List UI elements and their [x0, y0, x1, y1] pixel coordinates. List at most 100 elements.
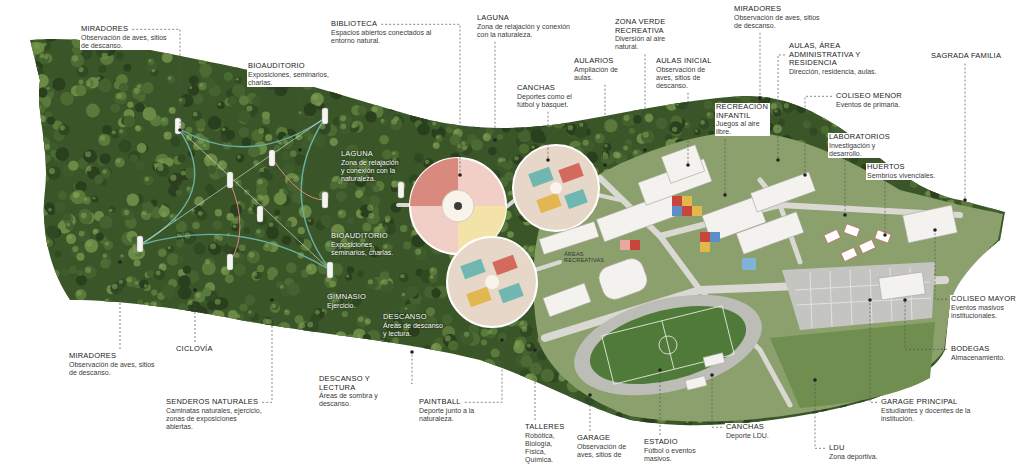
tree [38, 281, 52, 295]
tree [421, 104, 432, 115]
tree [178, 319, 190, 331]
tree [164, 132, 172, 140]
tree [429, 267, 437, 275]
tree [148, 58, 154, 64]
tree [727, 56, 735, 64]
tree [970, 268, 978, 276]
tree [541, 369, 554, 382]
tree [215, 361, 225, 371]
tree [135, 161, 144, 170]
tree [746, 36, 755, 45]
tree [959, 381, 965, 387]
tree [59, 350, 66, 357]
tree [983, 427, 996, 440]
tree [189, 75, 199, 85]
tree [332, 73, 343, 84]
tree [99, 65, 107, 73]
tree [306, 334, 316, 344]
tree [925, 145, 936, 156]
tree [795, 80, 808, 93]
tree [119, 83, 128, 92]
tree [988, 122, 996, 130]
tree [456, 46, 469, 59]
tree [288, 421, 300, 433]
tree [951, 144, 964, 157]
tree [98, 415, 104, 421]
tree [109, 206, 116, 213]
tree [136, 316, 143, 323]
tree [162, 284, 176, 298]
tree [621, 100, 629, 108]
tree [682, 436, 689, 443]
tree [431, 343, 442, 354]
tree [207, 333, 216, 342]
tree [448, 382, 461, 395]
tree [934, 429, 945, 440]
tree [552, 115, 565, 128]
tree [331, 68, 341, 78]
tree [241, 350, 251, 360]
tree [44, 28, 58, 42]
tree [941, 105, 954, 118]
tree [515, 71, 525, 81]
tree [975, 397, 981, 403]
tree [387, 410, 401, 424]
tree [296, 336, 306, 346]
tree [867, 398, 873, 404]
tree [804, 80, 813, 89]
tree [920, 117, 926, 123]
tree [360, 195, 370, 205]
tree [242, 42, 251, 51]
tree [108, 413, 114, 419]
tree [748, 59, 756, 67]
tree [295, 237, 304, 246]
tree [449, 108, 461, 120]
tree [604, 119, 618, 133]
tree [347, 266, 355, 274]
tree [435, 47, 445, 57]
tree [837, 428, 848, 439]
tree [182, 370, 193, 381]
tree [586, 413, 592, 419]
tree [509, 429, 522, 442]
tree [281, 384, 294, 397]
tree [181, 27, 194, 40]
tree [75, 385, 89, 399]
tree [123, 64, 131, 72]
tree [294, 374, 304, 384]
tree [37, 200, 45, 208]
tree [622, 113, 635, 126]
tree [488, 379, 501, 392]
tree [554, 62, 560, 68]
tree [409, 53, 422, 66]
tree [949, 65, 959, 75]
tree [337, 210, 346, 219]
tree [409, 348, 416, 355]
tree [20, 232, 26, 238]
tree [957, 372, 968, 383]
tree [976, 122, 983, 129]
tree [23, 218, 36, 231]
tree [878, 34, 884, 40]
tree [773, 108, 781, 116]
tree [149, 300, 162, 313]
tree [910, 103, 924, 117]
tree [96, 233, 104, 241]
tree [271, 424, 281, 434]
tree [335, 70, 347, 82]
tree [984, 78, 993, 87]
tree [129, 382, 139, 392]
tree [62, 336, 75, 349]
tree [907, 111, 921, 125]
tree [170, 137, 180, 147]
tree [388, 353, 400, 365]
tree [164, 359, 171, 366]
tree [910, 180, 918, 188]
tree [469, 83, 481, 95]
tree [413, 379, 420, 386]
tree [508, 110, 516, 118]
tree [694, 45, 704, 55]
tree [79, 211, 92, 224]
tree [852, 428, 860, 436]
tree [254, 376, 260, 382]
